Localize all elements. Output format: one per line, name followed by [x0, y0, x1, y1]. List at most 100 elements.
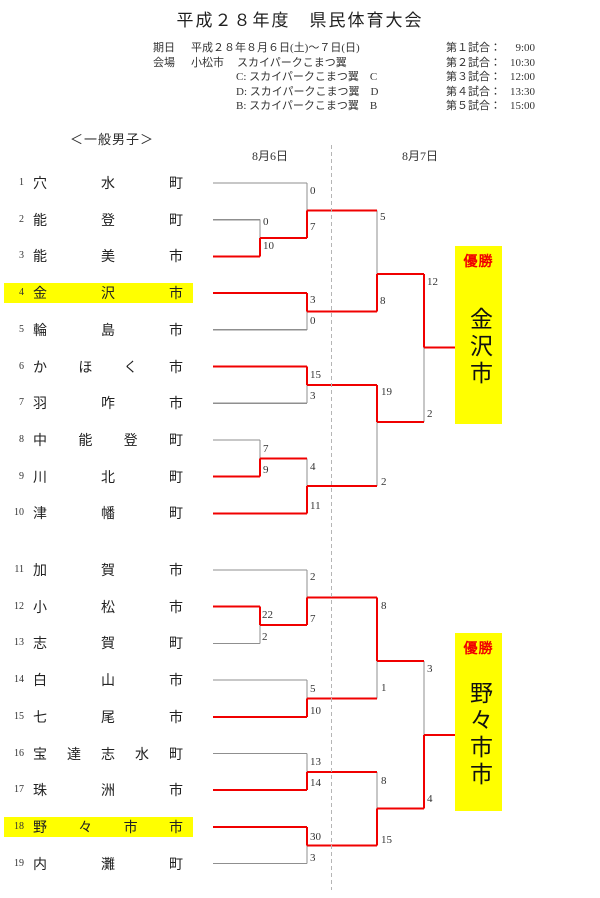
- team-number: 11: [14, 564, 24, 575]
- court-b: B: スカイパークこまつ翼 B: [236, 100, 378, 112]
- team-name: 羽咋市: [33, 397, 183, 413]
- team-row: 18 野々市市: [4, 816, 193, 837]
- score-label: 0: [310, 185, 316, 197]
- team-row: 2 能登町: [4, 210, 193, 230]
- team-number: 3: [19, 250, 24, 262]
- score-label: 7: [263, 443, 269, 455]
- score-label: 8: [381, 600, 387, 612]
- score-label: 4: [310, 461, 316, 473]
- score-label: 9: [263, 464, 269, 476]
- team-row: 11 加賀市: [4, 560, 193, 580]
- team-row: 6 かほく市: [4, 357, 193, 377]
- match5-label: 第５試合：: [446, 100, 501, 112]
- score-label: 10: [310, 705, 321, 717]
- team-row: 12 小松市: [4, 597, 193, 617]
- score-label: 22: [262, 609, 273, 621]
- score-label: 0: [310, 315, 316, 327]
- court-c: C: スカイパークこまつ翼 C: [236, 71, 378, 83]
- match3-label: 第３試合：: [446, 71, 501, 83]
- champion-name: 金沢市: [466, 307, 492, 388]
- score-label: 2: [427, 408, 433, 420]
- score-label: 15: [310, 369, 321, 381]
- score-label: 10: [263, 240, 274, 252]
- champion-label: 優勝: [463, 642, 494, 657]
- team-number: 18: [14, 820, 24, 832]
- date-value: 平成２８年８月６日(土)～７日(日): [191, 42, 360, 54]
- team-number: 7: [19, 397, 24, 409]
- team-name: 加賀市: [33, 564, 183, 579]
- score-label: 7: [310, 613, 316, 625]
- match3-time: 12:00: [509, 71, 535, 83]
- match1-label: 第１試合：: [446, 42, 501, 54]
- page-title: 平成２８年度 県民体育大会: [176, 11, 424, 30]
- team-number: 14: [14, 674, 24, 686]
- score-label: 2: [262, 631, 268, 643]
- court-d: D: スカイパークこまつ翼 D: [236, 85, 379, 98]
- score-label: 0: [263, 216, 269, 228]
- score-label: 30: [310, 831, 321, 843]
- team-row: 5 輪島市: [4, 320, 193, 340]
- score-label: 3: [310, 294, 316, 306]
- score-label: 11: [310, 500, 321, 512]
- team-number: 5: [19, 323, 24, 335]
- venue-name: スカイパークこまつ翼: [237, 56, 347, 69]
- team-name: 金沢市: [33, 287, 183, 303]
- team-number: 12: [14, 600, 24, 612]
- team-name: 野々市市: [33, 820, 183, 836]
- team-name: 内灘町: [33, 857, 183, 873]
- score-label: 19: [381, 386, 392, 398]
- team-row: 7 羽咋市: [4, 393, 193, 413]
- score-label: 14: [310, 777, 321, 789]
- score-label: 4: [427, 793, 433, 805]
- score-label: 3: [427, 663, 433, 675]
- team-name: 輪島市: [33, 323, 183, 339]
- match4-label: 第４試合：: [446, 85, 501, 98]
- team-name: 能登町: [33, 213, 183, 229]
- team-number: 6: [19, 360, 24, 372]
- team-name: かほく市: [33, 360, 183, 376]
- score-label: 7: [310, 221, 316, 233]
- team-number: 16: [14, 747, 24, 759]
- team-name: 宝達志水町: [33, 747, 183, 763]
- venue-label: 会場: [153, 56, 175, 69]
- team-name: 小松市: [33, 600, 183, 616]
- score-label: 5: [310, 683, 316, 695]
- team-number: 17: [14, 784, 24, 796]
- category-label: ＜一般男子＞: [70, 132, 155, 147]
- team-name: 穴水町: [33, 177, 183, 192]
- team-name: 川北町: [33, 470, 183, 486]
- score-label: 3: [310, 390, 316, 402]
- team-name: 中能登町: [33, 433, 183, 449]
- day-label-aug7: 8月7日: [401, 149, 438, 163]
- match4-time: 13:30: [509, 85, 535, 98]
- team-name: 津幡町: [33, 507, 183, 523]
- champion-box-general-upper: 優勝 金沢市: [455, 246, 502, 424]
- match5-time: 15:00: [509, 100, 535, 112]
- champion-box-general-lower: 優勝 野々市市: [455, 633, 502, 811]
- date-label: 期日: [153, 42, 175, 54]
- score-label: 1: [381, 682, 387, 694]
- match1-time: 9:00: [515, 42, 535, 54]
- team-number: 2: [19, 213, 24, 225]
- score-label: 8: [380, 295, 386, 307]
- match2-time: 10:30: [509, 56, 535, 69]
- team-row: 16 宝達志水町: [4, 744, 193, 764]
- team-number: 15: [14, 710, 24, 722]
- score-label: 5: [380, 211, 386, 223]
- team-name: 七尾市: [33, 710, 183, 726]
- team-name: 志賀町: [33, 637, 183, 653]
- score-label: 12: [427, 276, 438, 288]
- team-row: 15 七尾市: [4, 707, 193, 727]
- venue-city: 小松市: [191, 56, 224, 69]
